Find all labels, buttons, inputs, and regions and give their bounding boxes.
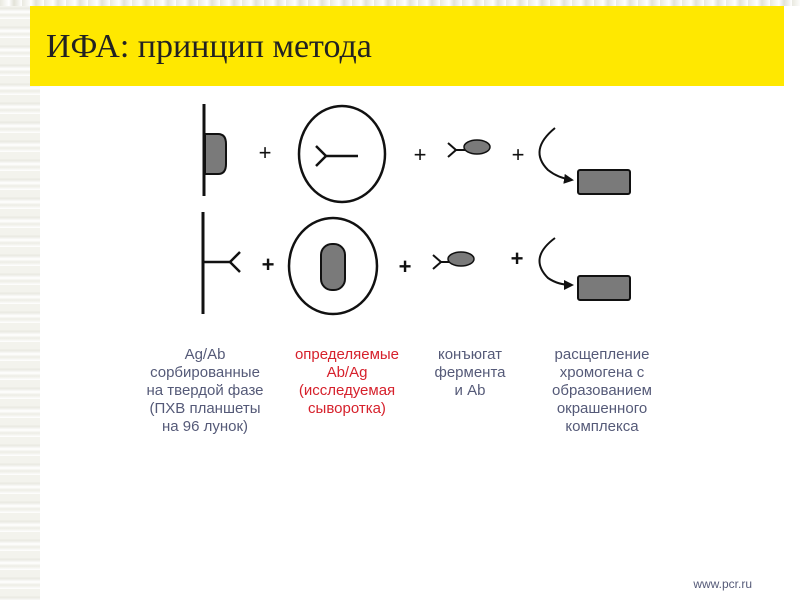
sorbed-antibody-arm: [229, 261, 241, 273]
row2-conjugate: [432, 251, 475, 270]
reaction-arrow: [538, 127, 574, 184]
title-bar: [30, 6, 784, 86]
plus-sign: +: [262, 252, 275, 277]
slide-left-texture: [0, 0, 40, 600]
caption-conjugate: конъюгат фермента и Ab: [434, 346, 506, 399]
enzyme-shape: [447, 251, 475, 267]
serum-circle: [297, 104, 387, 204]
slide-top-texture: [0, 0, 800, 6]
row1-conjugate: [447, 139, 491, 158]
conjugate-arm: [447, 142, 457, 151]
conjugate-arm: [432, 254, 442, 263]
row1-serum-antibody: [297, 104, 387, 204]
caption-solid-phase: Ag/Ab сорбированные на твердой фазе (ПХВ…: [146, 346, 264, 435]
sorbed-antigen-shape: [204, 133, 227, 175]
conjugate-arm: [432, 261, 442, 270]
reaction-arrow: [538, 237, 574, 290]
row2-chromogen: [538, 237, 631, 301]
plus-sign: +: [512, 142, 525, 167]
colored-complex-shape: [577, 275, 631, 301]
slide-title: ИФА: принцип метода: [46, 28, 372, 65]
row1-solid-phase: [202, 104, 227, 196]
serum-circle: [287, 216, 379, 316]
row1-chromogen: [538, 127, 631, 195]
conjugate-arm: [447, 149, 457, 158]
row2-serum-antigen: [287, 216, 379, 316]
plus-sign: +: [399, 254, 412, 279]
plus-sign: +: [414, 142, 427, 167]
row2-solid-phase: [201, 212, 241, 314]
footer-url: www.pcr.ru: [693, 577, 752, 591]
caption-serum: определяемые Ab/Ag (исследуемая сыворотк…: [294, 346, 400, 417]
antibody-arm: [315, 155, 327, 167]
colored-complex-shape: [577, 169, 631, 195]
plus-sign: +: [259, 140, 272, 165]
antibody-arm: [315, 145, 327, 157]
serum-antigen-shape: [320, 243, 346, 291]
sorbed-antibody-arm: [229, 251, 241, 263]
enzyme-shape: [463, 139, 491, 155]
plus-sign: +: [511, 246, 524, 271]
caption-chromogen: расщепление хромогена с образованием окр…: [552, 346, 652, 435]
